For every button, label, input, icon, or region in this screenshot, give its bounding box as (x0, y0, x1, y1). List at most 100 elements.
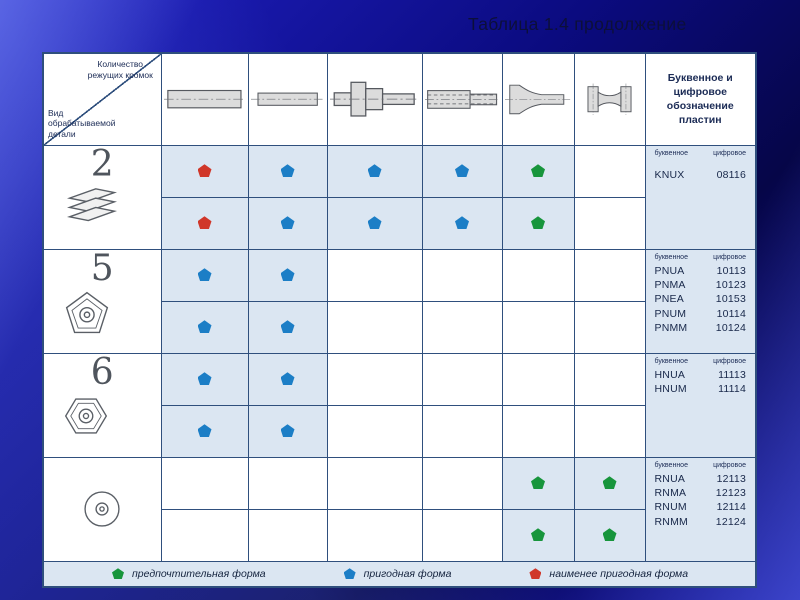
marker-cell (421, 508, 503, 562)
green-pentagon-icon (112, 568, 124, 580)
designation-row: PNEA 10153 (655, 292, 747, 306)
tapered-part-drawing (504, 84, 572, 115)
designation-row: RNMM 12124 (655, 515, 747, 529)
part-drawing-cell (160, 52, 249, 146)
designation-code: RNMM (654, 515, 688, 528)
designation-code: HNUA (654, 368, 686, 381)
marker-cell (421, 196, 503, 250)
blue-pentagon-marker (367, 164, 382, 178)
number-subheader: цифровое (713, 149, 746, 157)
part-drawing-cell (326, 52, 423, 146)
blue-pentagon-marker (280, 268, 295, 282)
marker-cell (501, 508, 575, 562)
number-subheader: цифровое (713, 461, 746, 469)
part-type-cell: 6 (42, 352, 162, 458)
marker-cell (573, 404, 646, 458)
legend-item: предпочтительная форма (112, 568, 266, 580)
marker-cell (573, 300, 646, 354)
marker-cell (160, 404, 249, 458)
marker-cell (501, 456, 575, 510)
designation-row: PNMM 10124 (655, 321, 747, 335)
designation-code: PNEA (654, 293, 684, 306)
marker-cell (573, 144, 646, 198)
designation-number: 12114 (716, 501, 746, 514)
blue-pentagon-marker (367, 216, 382, 230)
red-pentagon-marker (197, 216, 212, 230)
number-subheader: цифровое (713, 253, 746, 261)
marker-cell (326, 456, 423, 510)
green-pentagon-marker (531, 476, 545, 490)
green-pentagon-marker (531, 216, 545, 230)
blue-pentagon-marker (280, 424, 295, 438)
marker-cell (573, 456, 646, 510)
designation-number: 12124 (715, 515, 746, 528)
designation-number: 10153 (715, 293, 746, 306)
legend-label: пригодная форма (363, 567, 452, 580)
marker-cell (501, 404, 575, 458)
marker-cell (160, 456, 249, 510)
letter-subheader: буквенное (654, 461, 688, 469)
designation-number: 10123 (715, 278, 746, 291)
workpiece-type-label: Вид обрабатываемой детали (48, 107, 116, 139)
blue-pentagon-marker (280, 372, 295, 386)
part-icon (64, 290, 110, 336)
marker-cell (326, 248, 423, 302)
designation-code: PNMM (654, 322, 688, 335)
header-row: Количество режущих кромок Вид обрабатыва… (42, 52, 757, 146)
number-subheader: цифровое (713, 357, 746, 365)
marker-cell (160, 300, 249, 354)
blue-pentagon-marker (455, 164, 469, 178)
edge-count: 2 (90, 145, 114, 185)
designation-number: 08116 (716, 168, 746, 181)
part-icon (64, 186, 120, 225)
green-pentagon-marker (531, 528, 545, 542)
designation-number: 10124 (715, 322, 746, 335)
edge-count: 5 (90, 249, 114, 289)
cylinder-long-drawing (164, 90, 245, 109)
inserts-table: Количество режущих кромок Вид обрабатыва… (42, 52, 757, 588)
letter-subheader: буквенное (654, 253, 688, 261)
marker-cell (247, 352, 328, 406)
marker-cell (326, 404, 423, 458)
marker-cell (573, 196, 646, 250)
blue-pentagon-marker (197, 372, 212, 386)
marker-cell (247, 456, 328, 510)
designation-code: KNUX (654, 168, 685, 181)
part-drawing-cell (247, 52, 328, 146)
legend-item: пригодная форма (343, 567, 452, 580)
blue-pentagon-marker (197, 320, 212, 334)
blue-pentagon-marker (197, 424, 212, 438)
green-pentagon-marker (602, 476, 617, 490)
designation-code: RNUA (654, 472, 686, 485)
red-pentagon-marker (197, 164, 212, 178)
part-type-cell: 5 (42, 248, 162, 354)
marker-cell (326, 508, 423, 562)
part-icon (64, 394, 108, 438)
marker-cell (573, 508, 646, 562)
marker-cell (501, 352, 575, 406)
cylinder-short-drawing (250, 92, 325, 106)
edge-count: 6 (90, 353, 114, 393)
marker-cell (421, 144, 503, 198)
marker-cell (160, 144, 249, 198)
spool-part-drawing (587, 83, 632, 115)
marker-cell (160, 248, 249, 302)
green-pentagon-marker (531, 164, 545, 178)
designation-code: RNMA (654, 486, 687, 499)
marker-cell (421, 404, 503, 458)
marker-cell (247, 508, 328, 562)
inserts-table-frame: Количество режущих кромок Вид обрабатыва… (42, 52, 757, 588)
